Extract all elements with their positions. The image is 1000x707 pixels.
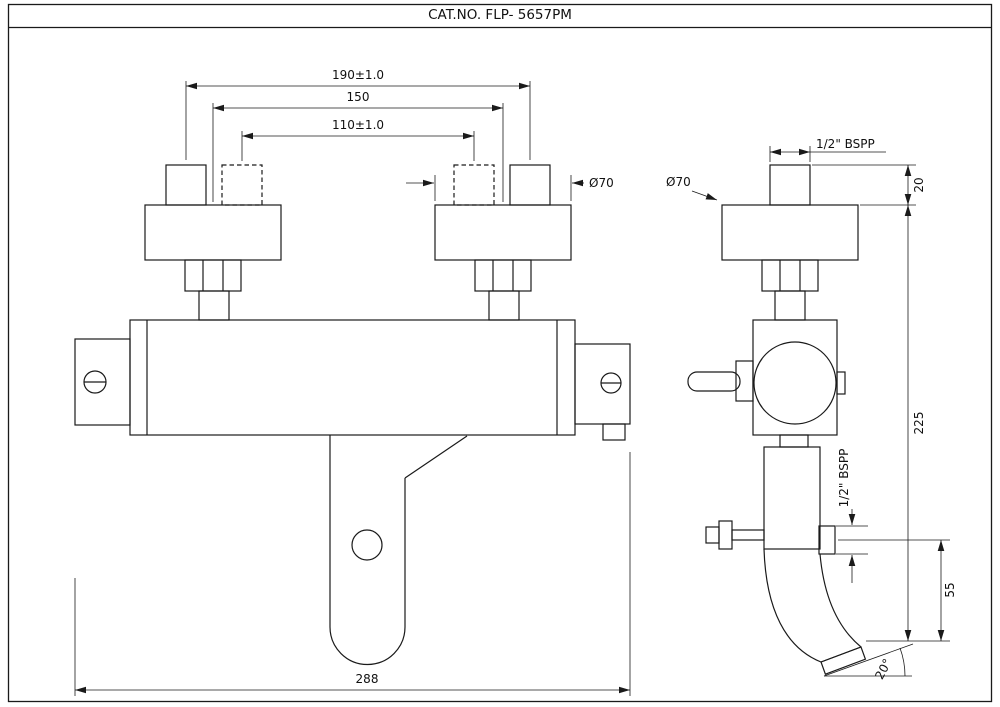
spout-outer-curve (763, 548, 822, 663)
mixer-body (129, 319, 576, 436)
sheet-border (7, 3, 993, 703)
spout-gusset-line (404, 435, 468, 479)
right-inlet-pipe (488, 290, 520, 321)
dim-label-225: 225 (912, 412, 926, 435)
front-view: 190±1.0 150 110±1.0 Ø70 2 (74, 68, 631, 696)
right-wall-flange (434, 204, 572, 261)
dim-label-dia70-side: Ø70 (666, 175, 691, 189)
lever-hub (735, 360, 754, 402)
spout-ring-detail (351, 529, 383, 561)
side-wall-flange (721, 204, 859, 261)
knob-button (836, 371, 846, 395)
dim-label-110: 110±1.0 (332, 118, 384, 132)
body-neck (779, 434, 809, 448)
side-outlet-port (818, 525, 836, 555)
control-lever (687, 371, 741, 392)
lower-body (763, 446, 821, 550)
dimension-288: 288 (74, 452, 631, 696)
dimension-150: 150 (212, 90, 504, 202)
diverter-knob-tip (705, 526, 720, 544)
dimension-angle-20: 20° (823, 643, 914, 682)
right-stop-tab (602, 423, 626, 441)
dim-label-bspp-side: 1/2" BSPP (837, 449, 851, 508)
side-view: 1/2" BSPP Ø70 20 225 55 1/2" BSPP (666, 137, 957, 682)
thermostat-knob (753, 341, 837, 425)
dimension-55: 55 (838, 539, 957, 641)
dimension-dia70-front: Ø70 (406, 175, 614, 201)
right-inlet-thread-dashed (453, 164, 495, 206)
dimension-20: 20 (812, 164, 926, 206)
dim-label-dia70: Ø70 (589, 176, 614, 190)
left-hex-nut (184, 259, 242, 292)
dim-label-angle: 20° (872, 656, 894, 681)
side-inlet-pipe (774, 290, 806, 321)
leader-arrow (691, 190, 718, 201)
left-inlet-pipe (198, 290, 230, 321)
dimension-190: 190±1.0 (185, 68, 531, 160)
left-inlet-thread-dashed (221, 164, 263, 206)
right-end-cap (574, 343, 631, 425)
dim-label-190: 190±1.0 (332, 68, 384, 82)
spout-rounded-tip (329, 626, 406, 666)
diverter-knob (718, 520, 733, 550)
dim-label-bspp-top: 1/2" BSPP (816, 137, 875, 151)
left-wall-flange (144, 204, 282, 261)
dimension-110: 110±1.0 (241, 118, 475, 161)
dim-label-288: 288 (356, 672, 379, 686)
spout-aerator-tip (820, 646, 867, 675)
angle-arc (899, 647, 906, 677)
side-body (752, 319, 838, 436)
dim-label-150: 150 (347, 90, 370, 104)
diverter-stem (731, 529, 765, 541)
right-inlet-thread-solid (509, 164, 551, 206)
left-inlet-thread-solid (165, 164, 207, 206)
spout-inner-curve (819, 553, 862, 648)
dim-label-20: 20 (912, 177, 926, 192)
dim-label-55: 55 (943, 582, 957, 597)
side-hex-nut (761, 259, 819, 292)
dimension-bspp-side: 1/2" BSPP (836, 449, 868, 583)
side-inlet-thread (769, 164, 811, 206)
angle-face-line (823, 643, 914, 677)
right-hex-nut (474, 259, 532, 292)
dimension-dia70-side: Ø70 (666, 175, 718, 201)
title-block: CAT.NO. FLP- 5657PM (7, 3, 993, 703)
catalog-number: CAT.NO. FLP- 5657PM (428, 7, 572, 23)
dimension-225: 225 (866, 205, 950, 642)
left-end-cap (74, 338, 131, 426)
dimension-bspp-top: 1/2" BSPP (769, 137, 886, 162)
